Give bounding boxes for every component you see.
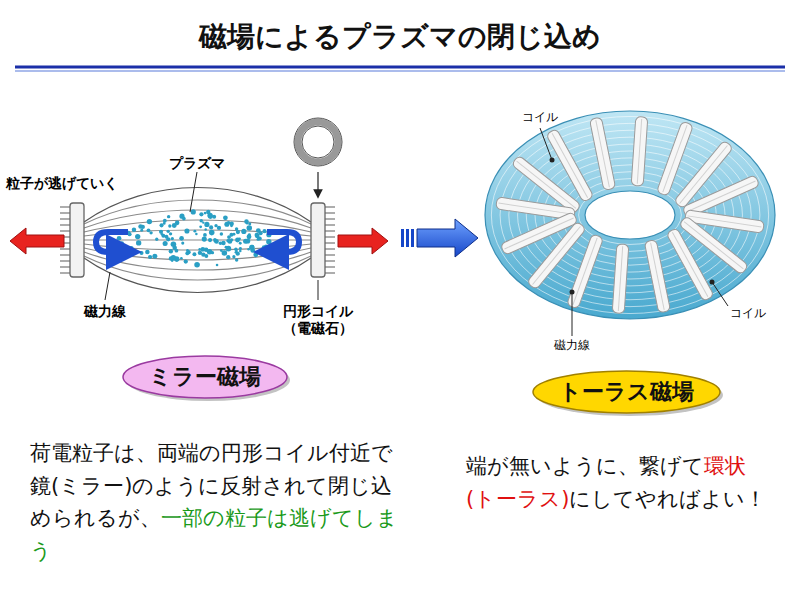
reflect-arrow bbox=[267, 232, 299, 252]
coil-label: コイル bbox=[730, 306, 766, 320]
leader-line bbox=[712, 282, 728, 306]
explanation-text: 端が無いように、繋げて環状(トーラス)にしてやればよい！ bbox=[466, 450, 776, 515]
coil-label: コイル bbox=[522, 110, 558, 124]
field-lines bbox=[84, 188, 311, 293]
plasma-label: プラズマ bbox=[169, 155, 225, 172]
circular-coil bbox=[60, 203, 335, 277]
coil-ring-icon bbox=[302, 126, 334, 158]
body-text: にしてやればよい！ bbox=[569, 487, 766, 511]
escape-label: 粒子が逃げていく bbox=[6, 175, 118, 192]
reflect-arrow bbox=[96, 232, 128, 252]
leader-line bbox=[105, 272, 110, 300]
torus-field-badge: トーラス磁場 bbox=[531, 369, 722, 415]
leader-dot bbox=[570, 290, 575, 295]
field-line-label: 磁力線 bbox=[84, 303, 126, 320]
plasma-dots bbox=[117, 209, 272, 267]
field-line-label: 磁力線 bbox=[554, 338, 590, 352]
leader-line bbox=[540, 128, 552, 160]
body-text: 端が無いように、繋げて bbox=[466, 454, 704, 478]
title-rule bbox=[15, 66, 785, 69]
title-rule bbox=[15, 70, 785, 72]
leader-line bbox=[190, 172, 197, 212]
coil-ring-icon bbox=[294, 118, 342, 166]
badge-text: ミラー磁場 bbox=[121, 362, 289, 392]
leader-dot bbox=[550, 158, 555, 163]
torus bbox=[485, 111, 775, 319]
mirror-field-badge: ミラー磁場 bbox=[121, 354, 289, 400]
page-title: 磁場によるプラズマの閉じ込め bbox=[0, 20, 800, 54]
leader-line bbox=[317, 172, 318, 194]
transition-arrow bbox=[401, 219, 478, 257]
leader-line bbox=[318, 280, 319, 300]
badge-text: トーラス磁場 bbox=[531, 377, 722, 407]
leader-line bbox=[572, 292, 573, 336]
explanation-text: 荷電粒子は、両端の円形コイル付近で鏡(ミラー)のように反射されて閉じ込められるが… bbox=[30, 437, 400, 567]
escape-arrow bbox=[10, 228, 388, 254]
coil-label: 円形コイル （電磁石） bbox=[273, 303, 363, 337]
leader-dot bbox=[710, 280, 715, 285]
coil-ring-icon bbox=[298, 122, 338, 162]
